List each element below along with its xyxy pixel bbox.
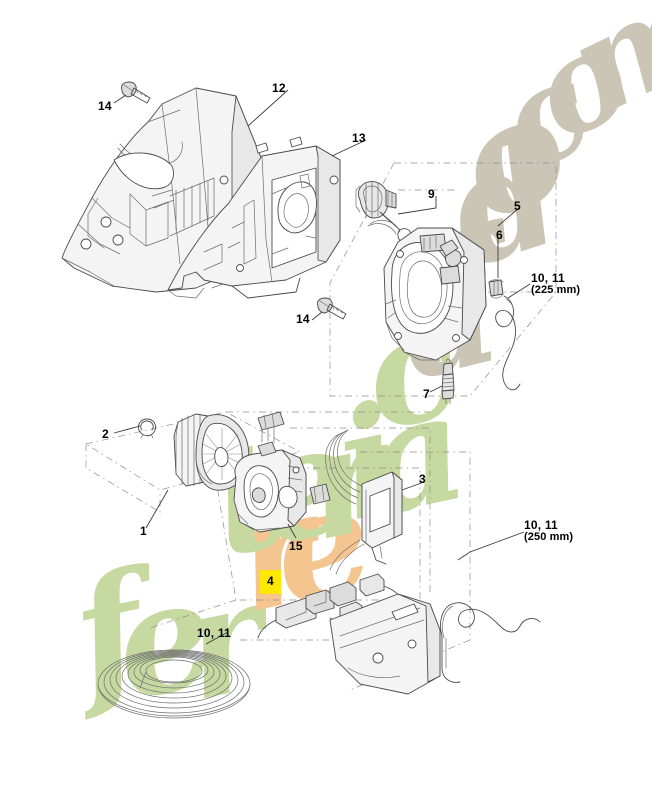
callout-5: 5 [514, 199, 521, 213]
leader-lines [113, 89, 531, 645]
part-5-crankcase [383, 227, 487, 361]
part-13-lower-housing [167, 136, 341, 299]
callout-14-lower: 14 [296, 312, 310, 326]
callout-12: 12 [272, 81, 286, 95]
callout-7: 7 [423, 387, 430, 401]
callout-10-11-250mm-main: 10, 11 [524, 518, 558, 532]
callout-2: 2 [102, 427, 109, 441]
callout-9: 9 [428, 187, 435, 201]
callout-6: 6 [496, 228, 503, 242]
callout-10-11-250mm: 10, 11 (250 mm) [524, 519, 573, 543]
svg-text:o: o [510, 0, 651, 170]
part-7-spark-plug [441, 358, 455, 405]
part-3-control-module [325, 429, 403, 575]
part-4-wiring-components [257, 573, 405, 639]
part-14-screw-top [121, 81, 151, 104]
callout-10-11-225mm: 10, 11 (225 mm) [531, 272, 580, 296]
callout-3: 3 [419, 472, 426, 486]
callout-4-highlighted[interactable]: 4 [260, 570, 281, 594]
part-6-grommet [488, 279, 504, 299]
callout-10-11-250mm-sub: (250 mm) [524, 530, 574, 543]
svg-text:m: m [547, 0, 652, 144]
callout-10-11-coil: 10, 11 [197, 626, 231, 640]
callout-15: 15 [289, 539, 303, 553]
part-2-retaining-clip [137, 418, 157, 439]
callout-10-11-225mm-main: 10, 11 [531, 271, 565, 285]
callout-10-11-225mm-sub: (225 mm) [531, 283, 581, 296]
svg-text:.: . [482, 48, 581, 207]
hose-coil [97, 649, 251, 719]
lower-frame-housing [329, 593, 441, 695]
callout-14-top: 14 [98, 99, 112, 113]
hose-225mm [495, 295, 521, 391]
callout-1: 1 [140, 524, 147, 538]
callout-13: 13 [352, 131, 366, 145]
svg-text:o: o [436, 56, 590, 256]
part-14-screw-lower [317, 297, 347, 320]
part-15-carburetor [233, 411, 331, 533]
hose-250mm [440, 602, 541, 683]
svg-text:c: c [480, 29, 611, 201]
